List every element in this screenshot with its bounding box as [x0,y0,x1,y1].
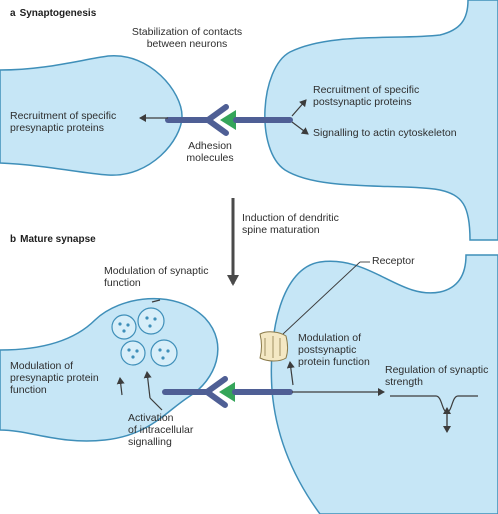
panel-a-heading: a Synaptogenesis [10,8,96,19]
presynaptic-recruitment-label: Recruitment of specific presynaptic prot… [10,110,116,134]
actin-signalling-label: Signalling to actin cytoskeleton [313,127,457,139]
transition-label: Induction of dendritic spine maturation [242,212,339,236]
modulation-presynaptic-label: Modulation of presynaptic protein functi… [10,360,99,396]
modulation-synaptic-label: Modulation of synaptic function [104,265,208,289]
stabilization-label: Stabilization of contacts between neuron… [112,26,262,50]
regulation-label: Regulation of synaptic strength [385,364,488,388]
adhesion-label: Adhesion molecules [175,140,245,164]
panel-b-title: Mature synapse [20,234,96,245]
panel-a-letter: a [10,8,16,19]
receptor-label: Receptor [372,255,415,267]
panel-a-title: Synaptogenesis [20,8,97,19]
postsynaptic-dendrite-a [265,0,498,240]
modulation-postsynaptic-label: Modulation of postsynaptic protein funct… [298,332,370,368]
activation-label: Activation of intracellular signalling [128,412,193,448]
receptor [260,332,288,361]
postsynaptic-recruitment-label: Recruitment of specific postsynaptic pro… [313,84,419,108]
panel-b-heading: b Mature synapse [10,234,96,245]
panel-b-letter: b [10,234,16,245]
